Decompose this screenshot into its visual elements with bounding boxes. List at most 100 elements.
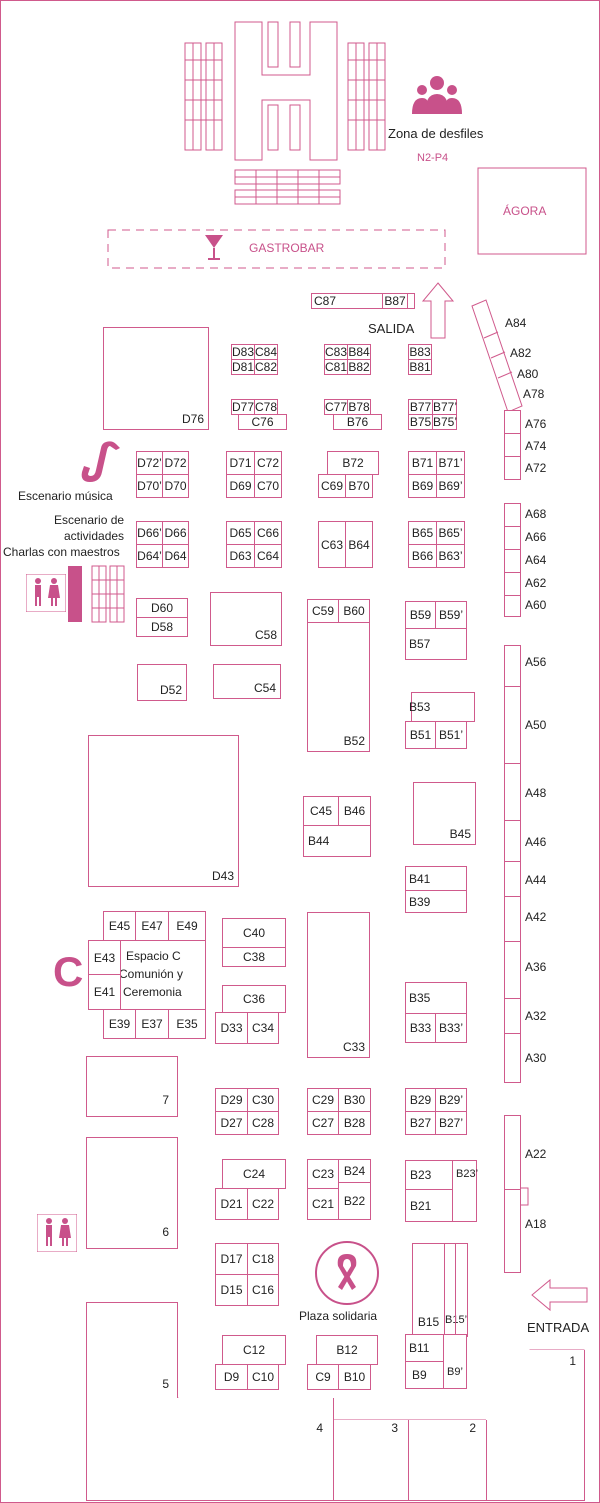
stand-D76[interactable]: D76 (103, 327, 209, 430)
stand-E37[interactable]: E37 (135, 1009, 169, 1039)
stand-B33p[interactable]: B33’ (435, 1013, 467, 1043)
stand-C18[interactable]: C18 (247, 1243, 279, 1275)
stand-B23p[interactable]: B23’ (452, 1160, 478, 1222)
stand-C81[interactable]: C81 (324, 359, 348, 375)
stand-B52[interactable]: B52 (307, 622, 370, 752)
stand-A50[interactable] (504, 686, 521, 764)
stand-D72p[interactable]: D72’ (136, 451, 163, 475)
hall-7[interactable]: 7 (86, 1056, 178, 1117)
stand-B33[interactable]: B33 (405, 1013, 436, 1043)
stand-A46[interactable] (504, 820, 521, 862)
stand-C70[interactable]: C70 (254, 474, 282, 498)
stand-D66[interactable]: D66 (162, 521, 189, 545)
stand-C76[interactable]: C76 (238, 414, 287, 430)
stand-B59p[interactable]: B59’ (435, 601, 467, 629)
stand-B29[interactable]: B29 (405, 1088, 436, 1112)
stand-C83[interactable]: C83 (324, 344, 348, 360)
stand-A68[interactable] (504, 503, 521, 527)
stand-C54[interactable]: C54 (213, 664, 281, 699)
hall-2[interactable]: 2 (408, 1420, 487, 1501)
stand-B63p[interactable]: B63’ (436, 544, 465, 568)
stand-C82[interactable]: C82 (254, 359, 278, 375)
stand-D43[interactable]: D43 (88, 735, 239, 887)
stand-B76[interactable]: B76 (333, 414, 382, 430)
stand-B35[interactable]: B35 (405, 982, 467, 1014)
stand-B45[interactable]: B45 (413, 782, 476, 845)
stand-B30[interactable]: B30 (338, 1088, 371, 1112)
hall-4[interactable]: 4 (86, 1398, 334, 1501)
stand-B69p[interactable]: B69’ (436, 474, 465, 498)
stand-C30[interactable]: C30 (247, 1088, 279, 1112)
stand-A62[interactable] (504, 572, 521, 596)
stand-D9[interactable]: D9 (215, 1364, 248, 1390)
stand-C22[interactable]: C22 (247, 1188, 279, 1220)
stand-E35[interactable]: E35 (168, 1009, 206, 1039)
stand-E45[interactable]: E45 (103, 911, 136, 941)
stand-B65p[interactable]: B65’ (436, 521, 465, 545)
stand-D77[interactable]: D77 (231, 399, 255, 415)
stand-D29[interactable]: D29 (215, 1088, 248, 1112)
stand-C34[interactable]: C34 (247, 1012, 279, 1044)
stand-E39[interactable]: E39 (103, 1009, 136, 1039)
stand-C28[interactable]: C28 (247, 1111, 279, 1135)
stand-B82[interactable]: B82 (347, 359, 371, 375)
stand-B57[interactable]: B57 (405, 628, 467, 660)
stand-D65[interactable]: D65 (226, 521, 255, 545)
stand-B9[interactable]: B9 (405, 1361, 444, 1389)
stand-D17[interactable]: D17 (215, 1243, 248, 1275)
stand-B60[interactable]: B60 (338, 599, 370, 623)
stand-C29[interactable]: C29 (307, 1088, 339, 1112)
stand-B24[interactable]: B24 (338, 1159, 371, 1183)
hall-1[interactable]: 1 (486, 1350, 585, 1501)
stand-B84[interactable]: B84 (347, 344, 371, 360)
stand-B27p[interactable]: B27’ (435, 1111, 467, 1135)
stand-B83[interactable]: B83 (408, 344, 432, 360)
stand-A44[interactable] (504, 861, 521, 897)
stand-A48[interactable] (504, 763, 521, 821)
stand-A78[interactable]: A78 (523, 387, 545, 401)
stand-A30[interactable] (504, 1033, 521, 1083)
stand-C36[interactable]: C36 (222, 985, 286, 1013)
stand-B22[interactable]: B22 (338, 1182, 371, 1220)
stand-D27[interactable]: D27 (215, 1111, 248, 1135)
stand-D70[interactable]: D70 (162, 474, 189, 498)
stand-C78[interactable]: C78 (254, 399, 278, 415)
stand-C23[interactable]: C23 (307, 1159, 339, 1189)
stand-C12[interactable]: C12 (222, 1335, 286, 1365)
stand-A84[interactable]: A84 (505, 316, 527, 330)
stand-E43[interactable]: E43 (88, 940, 121, 975)
stand-D60[interactable]: D60 (136, 598, 188, 618)
stand-B29p[interactable]: B29’ (435, 1088, 467, 1112)
stand-B75p[interactable]: B75’ (432, 414, 457, 430)
stand-B9p[interactable]: B9’ (443, 1334, 467, 1389)
stand-B53[interactable]: B53 (409, 692, 475, 722)
stand-B64[interactable]: B64 (345, 521, 373, 568)
stand-D33[interactable]: D33 (215, 1012, 248, 1044)
stand-B72[interactable]: B72 (327, 451, 379, 475)
stand-A82[interactable]: A82 (510, 346, 532, 360)
stand-B46[interactable]: B46 (338, 796, 371, 826)
stand-C9[interactable]: C9 (307, 1364, 339, 1390)
stand-A36[interactable] (504, 941, 521, 999)
stand-B59[interactable]: B59 (405, 601, 436, 629)
stand-D52[interactable]: D52 (137, 664, 187, 701)
stand-A66[interactable] (504, 526, 521, 550)
stand-A72[interactable] (504, 456, 521, 480)
stand-B41[interactable]: B41 (405, 866, 467, 891)
stand-C21[interactable]: C21 (307, 1188, 339, 1220)
stand-C84[interactable]: C84 (254, 344, 278, 360)
stand-B27[interactable]: B27 (405, 1111, 436, 1135)
stand-E47[interactable]: E47 (135, 911, 169, 941)
stand-B15p[interactable]: B15’ (444, 1243, 468, 1337)
stand-A76[interactable] (504, 410, 521, 434)
stand-A80[interactable]: A80 (517, 367, 539, 381)
stand-D81[interactable]: D81 (231, 359, 255, 375)
stand-C63[interactable]: C63 (318, 521, 346, 568)
hall-6[interactable]: 6 (86, 1137, 178, 1249)
stand-B87[interactable]: B87 (382, 293, 408, 309)
stand-D83[interactable]: D83 (231, 344, 255, 360)
stand-A42[interactable] (504, 896, 521, 942)
stand-C38[interactable]: C38 (222, 947, 286, 967)
stand-B51[interactable]: B51 (405, 721, 436, 749)
stand-C66[interactable]: C66 (254, 521, 282, 545)
